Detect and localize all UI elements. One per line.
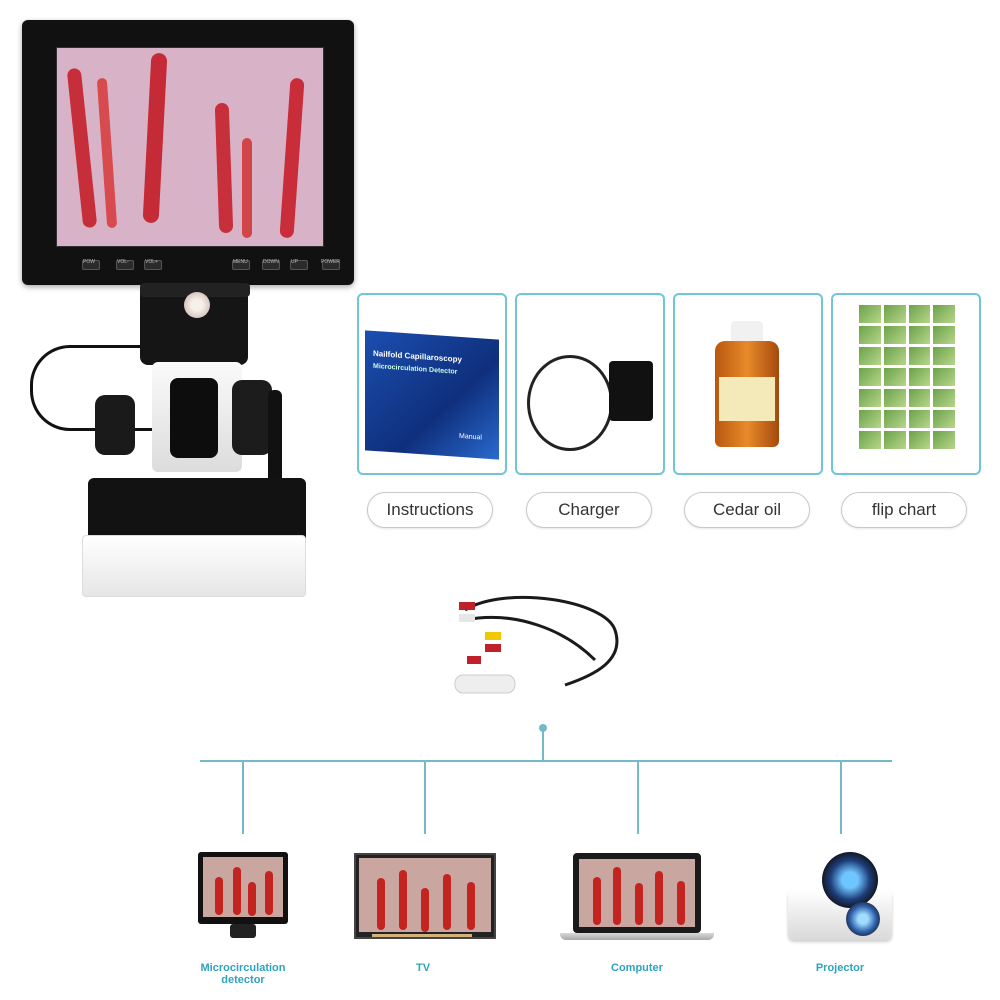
monitor-button-vol-up[interactable]: VOL+ [144,259,162,270]
connector-stem [542,728,544,761]
label-flip-chart: flip chart [841,492,967,528]
accessory-card-cedar-oil[interactable] [673,293,823,475]
device-base [82,535,306,597]
focus-knob-right[interactable] [232,380,272,455]
monitor-button-vol-down[interactable]: VOL- [116,259,134,270]
monitor-button-label: MENU [233,259,248,265]
camera-lens-icon [184,292,210,318]
monitor-button-label: DOWN [263,259,279,265]
monitor-button-label: VOL- [117,259,129,265]
output-laptop [573,853,701,933]
output-detector-monitor [198,852,288,924]
output-label-projector: Projector [815,962,865,974]
detector-stand [230,924,256,938]
monitor-button-pow[interactable]: POW [82,259,100,270]
book-title: Nailfold Capillaroscopy [373,348,462,365]
output-tv [354,853,496,939]
connector-drop-3 [637,760,639,834]
monitor-button-menu[interactable]: MENU [232,259,250,270]
connector-drop-1 [242,760,244,834]
label-instructions: Instructions [367,492,493,528]
charger-cord-image [527,355,613,451]
accessory-card-instructions[interactable]: Nailfold Capillaroscopy Microcirculation… [357,293,507,475]
monitor-button-label: VOL+ [145,259,158,265]
accessory-card-charger[interactable] [515,293,665,475]
flip-chart-image [859,305,955,461]
monitor-screen [56,47,324,247]
charger-image [609,361,653,421]
monitor-button-label: POWER [321,259,340,265]
book-manual: Manual [459,432,482,442]
detector-screen [203,857,283,917]
objective-lens [170,378,218,458]
device-neck-top [140,283,250,297]
projector-lens-small-icon [846,902,880,936]
laptop-base [560,933,714,940]
monitor-button-up[interactable]: UP [290,259,308,270]
focus-knob-left[interactable] [95,395,135,455]
monitor-button-power[interactable]: POWER [321,259,340,270]
output-label-tv: TV [415,962,431,974]
monitor-button-label: POW [83,259,95,265]
book-subtitle: Microcirculation Detector [373,362,458,376]
device-monitor: POW VOL- VOL+ MENU DOWN UP POWER [22,20,354,285]
accessory-card-flip-chart[interactable] [831,293,981,475]
label-cedar-oil: Cedar oil [684,492,810,528]
tv-stand [372,934,472,937]
laptop-screen [579,859,695,927]
adjustment-rod[interactable] [268,390,282,500]
connector-bus [200,760,892,762]
monitor-button-bar: POW VOL- VOL+ MENU DOWN UP POWER [32,252,344,272]
connector-drop-4 [840,760,842,834]
monitor-button-down[interactable]: DOWN [262,259,280,270]
av-capture-cable-image [454,595,619,694]
output-label-detector: Microcirculation detector [200,962,286,986]
projector-lens-icon [822,852,878,908]
tv-screen [359,858,491,932]
label-charger: Charger [526,492,652,528]
instruction-book-image: Nailfold Capillaroscopy Microcirculation… [365,330,499,460]
monitor-button-label: UP [291,259,298,265]
connector-drop-2 [424,760,426,834]
output-label-computer: Computer [611,962,663,974]
bottle-label [719,377,775,421]
